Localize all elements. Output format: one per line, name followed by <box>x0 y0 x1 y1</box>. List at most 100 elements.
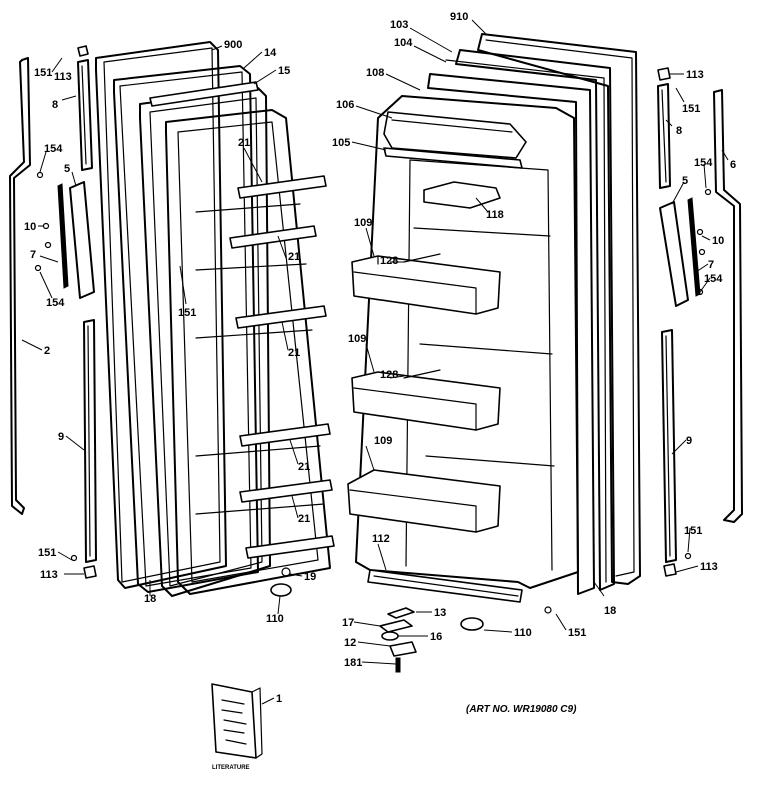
callout-7-b: 7 <box>708 259 714 271</box>
freezer-trim-8 <box>77 59 93 171</box>
callout-113-d: 113 <box>700 561 718 573</box>
freezer-door-shelf-21-c <box>235 305 327 329</box>
callout-151-c: 151 <box>178 307 196 319</box>
callout-109-a: 109 <box>354 217 372 229</box>
callout-113-c: 113 <box>686 69 704 81</box>
callout-21-d: 21 <box>298 461 310 473</box>
freezer-outer-door-900 <box>95 41 227 589</box>
callout-8: 8 <box>52 99 58 111</box>
freezer-door-liner <box>139 87 271 597</box>
freezer-trim-9 <box>83 319 97 563</box>
callout-108: 108 <box>366 67 384 79</box>
callout-8-b: 8 <box>676 125 682 137</box>
callout-10-b: 10 <box>712 235 724 247</box>
literature-book-1 <box>211 683 257 759</box>
callout-109-c: 109 <box>374 435 392 447</box>
door-bin-109-c <box>347 469 501 533</box>
callout-16: 16 <box>430 631 442 643</box>
art-number: (ART NO. WR19080 C9) <box>466 704 577 715</box>
freezer-foot-cap-110 <box>270 583 292 597</box>
callout-104: 104 <box>394 37 413 49</box>
fresh-food-handle-5 <box>659 201 689 307</box>
callout-151: 151 <box>34 67 52 79</box>
fresh-food-main-liner <box>355 95 579 589</box>
small-shelf-118 <box>423 181 501 209</box>
callout-128-a: 128 <box>380 255 398 267</box>
freezer-door-shelf-21-b <box>229 225 317 249</box>
fresh-food-handle-parts <box>657 67 743 577</box>
hinge-parts <box>379 607 417 673</box>
freezer-door-shelf-21-f <box>245 535 335 559</box>
freezer-door-shelf-21-e <box>239 479 333 503</box>
freezer-door-gasket-14 <box>113 65 259 593</box>
callout-21-e: 21 <box>298 513 310 525</box>
dairy-shelf-105 <box>383 147 523 169</box>
literature-label: LITERATURE <box>212 765 250 771</box>
callout-113: 113 <box>54 71 72 83</box>
callout-118: 118 <box>486 209 504 221</box>
callout-103: 103 <box>390 19 408 31</box>
callout-110: 110 <box>266 613 284 625</box>
callout-15: 15 <box>278 65 290 77</box>
leader-lines <box>21 19 729 705</box>
freezer-door-shelf-21-a <box>237 175 327 199</box>
fresh-food-long-trim-6 <box>713 89 743 523</box>
hinge-screw-181 <box>395 657 401 673</box>
freezer-long-trim-2 <box>9 57 31 515</box>
callout-181: 181 <box>344 657 362 669</box>
freezer-handle-bracket-7 <box>57 183 69 289</box>
hinge-washer-16 <box>381 631 399 641</box>
callout-110-b: 110 <box>514 627 532 639</box>
callout-19: 19 <box>304 571 316 583</box>
freezer-handle-parts <box>9 45 97 579</box>
literature-booklet: LITERATURE <box>211 683 263 771</box>
hinge-13 <box>387 607 415 619</box>
fresh-food-foot-cap-110 <box>460 617 484 631</box>
hinge-cam-12 <box>389 641 417 657</box>
callout-1: 1 <box>276 693 282 705</box>
callout-151-f: 151 <box>684 525 702 537</box>
dairy-compartment-106 <box>383 111 527 159</box>
callout-128-b: 128 <box>380 369 398 381</box>
callout-21-c: 21 <box>288 347 300 359</box>
callout-9: 9 <box>58 431 64 443</box>
fresh-food-door-assembly <box>347 33 641 631</box>
callout-9-b: 9 <box>686 435 692 447</box>
callout-12: 12 <box>344 637 356 649</box>
fresh-food-trim-9 <box>661 329 677 563</box>
callout-109-b: 109 <box>348 333 366 345</box>
callout-105: 105 <box>332 137 350 149</box>
callout-6: 6 <box>730 159 736 171</box>
callout-17: 17 <box>342 617 354 629</box>
callout-2: 2 <box>44 345 50 357</box>
callout-154: 154 <box>44 143 63 155</box>
callout-5: 5 <box>64 163 70 175</box>
fresh-food-door-liner <box>427 73 595 595</box>
callout-18-b: 18 <box>604 605 616 617</box>
freezer-inner-liner <box>165 109 331 595</box>
callout-151-e: 151 <box>682 103 700 115</box>
callout-112: 112 <box>372 533 390 545</box>
callout-900: 900 <box>224 39 242 51</box>
freezer-top-trim-15 <box>149 81 259 107</box>
freezer-handle-5 <box>69 181 95 299</box>
hinge-bracket-17 <box>379 619 413 633</box>
freezer-door-shelf-21-d <box>239 423 331 447</box>
callout-5-b: 5 <box>682 175 688 187</box>
callout-18: 18 <box>144 593 156 605</box>
callout-14: 14 <box>264 47 277 59</box>
callout-106: 106 <box>336 99 354 111</box>
door-bin-109-b <box>351 371 501 431</box>
callout-154-d: 154 <box>704 273 723 285</box>
callout-10: 10 <box>24 221 36 233</box>
fresh-food-trim-8 <box>657 83 671 189</box>
callout-7: 7 <box>30 249 36 261</box>
callout-113-b: 113 <box>40 569 58 581</box>
callout-151-d: 151 <box>568 627 586 639</box>
freezer-door-assembly <box>95 41 335 597</box>
callout-13: 13 <box>434 607 446 619</box>
callout-labels: 151 113 8 154 5 10 7 154 2 9 151 113 900… <box>24 11 736 705</box>
callout-910: 910 <box>450 11 468 23</box>
callout-21-b: 21 <box>288 251 300 263</box>
